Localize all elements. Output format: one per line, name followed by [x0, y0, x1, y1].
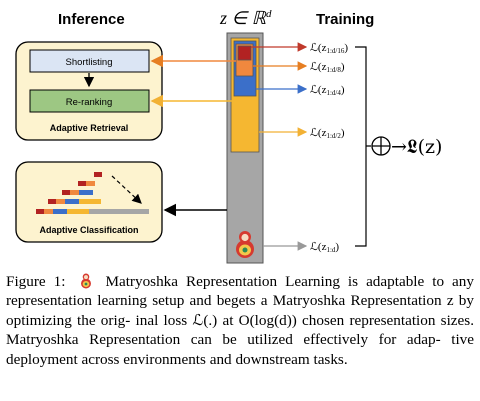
embedding-label-text: z ∈ ℝ [219, 8, 267, 28]
reranking-label: Re-ranking [66, 97, 112, 108]
shortlisting-step [29, 49, 150, 73]
caption-label: Figure 1: [6, 273, 66, 290]
retrieval-title: Adaptive Retrieval [50, 123, 129, 133]
caption-line4: inal loss ℒ(.) at O(log(d)) chosen repre… [135, 311, 475, 329]
caption-line2: adaptable to any representation learning… [6, 273, 474, 310]
oplus-icon [371, 136, 391, 156]
loss-label-d16: ℒ(z1:d/16) [310, 42, 348, 55]
embedding-label: z ∈ ℝd [219, 8, 272, 28]
caption-line3: a Matryoshka Representation z by optimiz… [6, 292, 474, 329]
loss-sum-bracket [355, 46, 371, 247]
embedding-label-sup: d [266, 8, 272, 20]
segment-d16 [237, 45, 252, 61]
caption-line6: tive deployment across environments and … [6, 331, 474, 368]
inference-heading: Inference [58, 11, 125, 28]
loss-label-d8: ℒ(z1:d/8) [310, 61, 345, 74]
shortlisting-label: Shortlisting [66, 57, 113, 68]
matryoshka-doll-icon [236, 231, 254, 258]
figure-caption: Figure 1: Matryoshka Representation Lear… [6, 272, 474, 369]
training-heading: Training [316, 11, 374, 28]
loss-label-d2: ℒ(z1:d/2) [310, 127, 345, 140]
figure-diagram: Inference z ∈ ℝd Training Shortlisting R… [15, 8, 442, 264]
loss-label-d4: ℒ(z1:d/4) [310, 84, 345, 97]
caption-line5: Matryoshka Representation can be utilize… [6, 331, 441, 349]
matryoshka-doll-icon [81, 273, 92, 289]
nested-bars-illustration [36, 172, 149, 214]
total-loss-label: →𝕷(z) [391, 136, 442, 158]
classification-title: Adaptive Classification [39, 225, 138, 235]
caption-line1: Matryoshka Representation Learning is [105, 273, 359, 290]
loss-label-d: ℒ(z1:d) [310, 241, 339, 254]
reranking-step [29, 89, 150, 113]
